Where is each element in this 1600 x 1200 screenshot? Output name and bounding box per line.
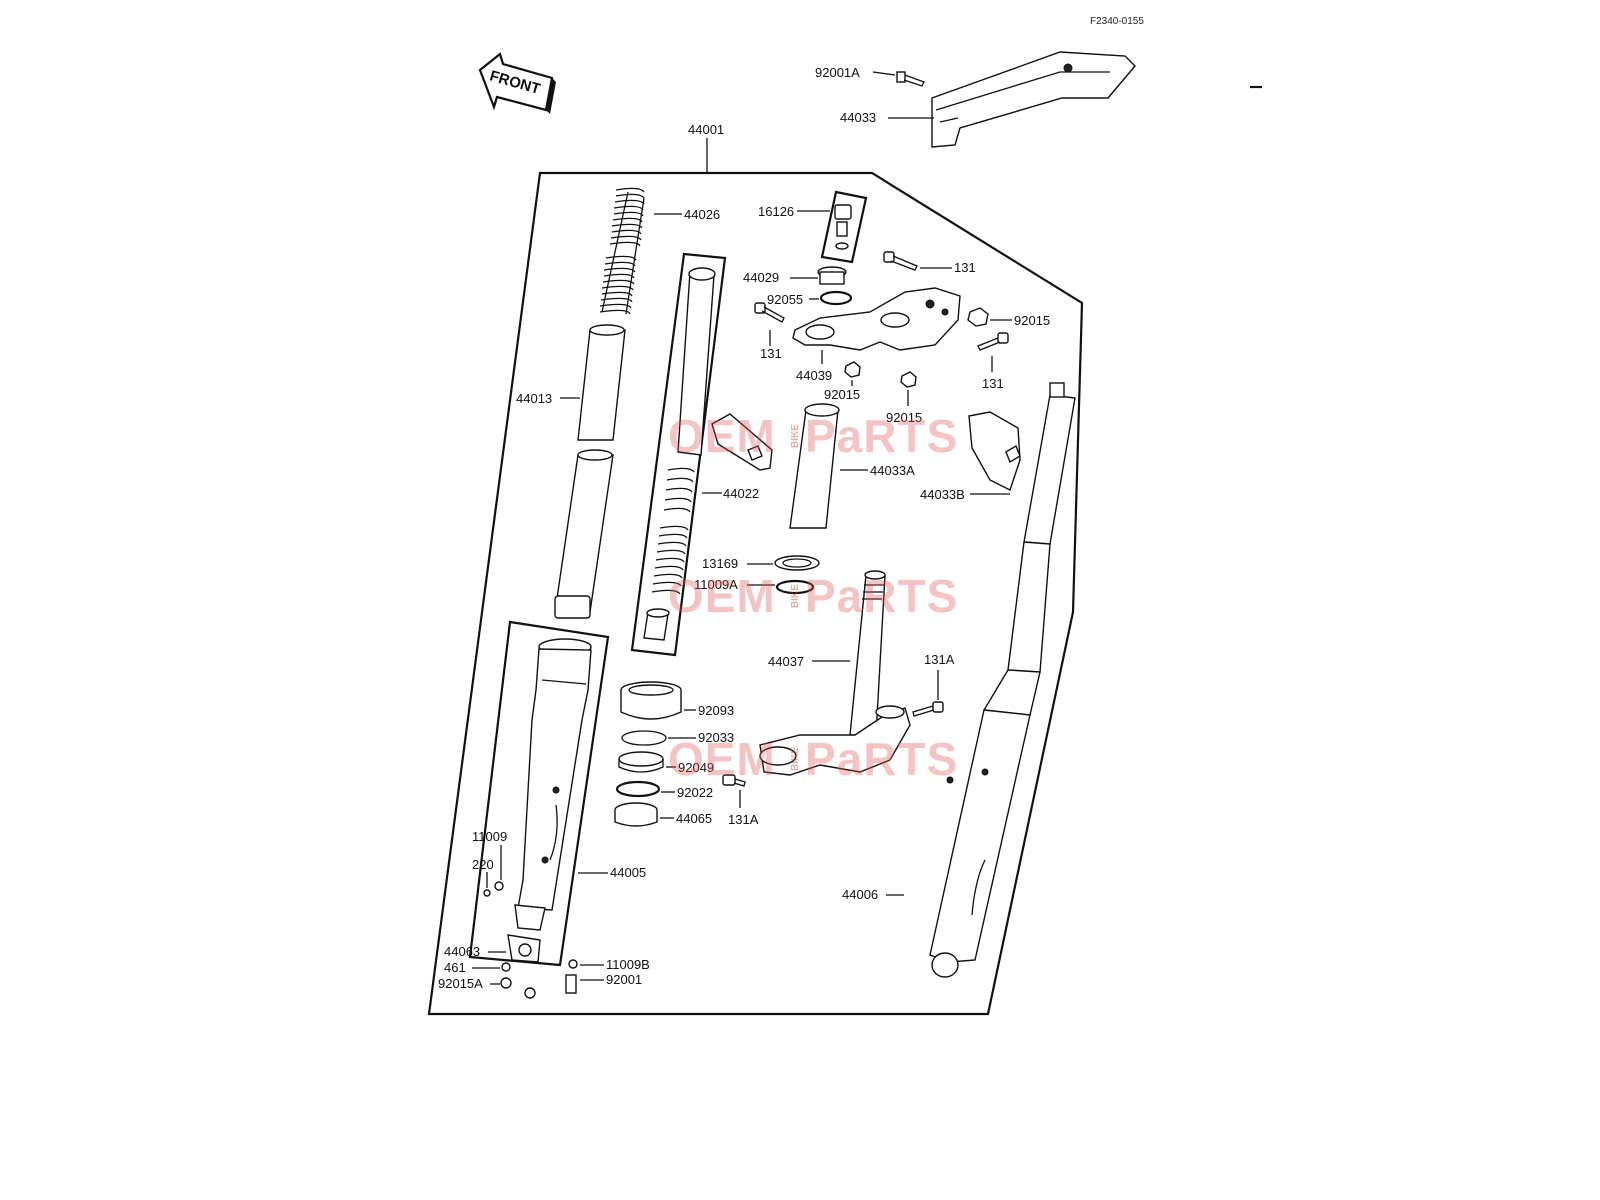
nut-92015A xyxy=(500,977,536,999)
bolt-131-right xyxy=(977,332,1009,351)
label-131A-right: 131A xyxy=(924,652,955,667)
circlip-92033 xyxy=(621,730,667,746)
label-92055: 92055 xyxy=(767,292,803,307)
front-arrow-icon: FRONT xyxy=(478,52,556,114)
washer-461 xyxy=(501,962,511,972)
label-92015-mid: 92015 xyxy=(824,387,860,402)
watermark-3: OEM BIKE PaRTS xyxy=(668,733,958,785)
label-16126: 16126 xyxy=(758,204,794,219)
fork-brace-44033 xyxy=(931,51,1136,148)
bolt-131A-right xyxy=(912,701,944,717)
label-44039: 44039 xyxy=(796,368,832,383)
fork-leg-left-box xyxy=(468,620,610,967)
label-44006: 44006 xyxy=(842,887,878,902)
cap-group-box-16126 xyxy=(820,190,868,264)
label-92022: 92022 xyxy=(677,785,713,800)
headlight-bracket-44033A xyxy=(711,403,840,529)
nut-92015-mid xyxy=(844,361,861,378)
label-44033: 44033 xyxy=(840,110,876,125)
label-92015A: 92015A xyxy=(438,976,483,991)
fork-leg-44005 xyxy=(514,638,592,931)
leader-92001A xyxy=(872,71,896,76)
label-44033B: 44033B xyxy=(920,487,965,502)
assembly-boundary xyxy=(427,171,1084,1016)
svg-text:OEM: OEM xyxy=(668,733,776,785)
upper-triple-clamp-44039 xyxy=(792,287,961,351)
fork-cap-44029 xyxy=(817,266,847,285)
bearing-13169 xyxy=(774,555,820,571)
label-131-left: 131 xyxy=(760,346,782,361)
label-13169: 13169 xyxy=(702,556,738,571)
svg-text:OEM: OEM xyxy=(668,410,776,462)
oil-seal-92093 xyxy=(620,681,682,720)
watermark-2: OEM BIKE PaRTS xyxy=(668,570,958,622)
label-131-top: 131 xyxy=(954,260,976,275)
nut-92015-right xyxy=(967,307,989,327)
washer-11009A xyxy=(775,579,815,595)
axle-clamp-44063 xyxy=(507,934,541,963)
svg-text:BIKE: BIKE xyxy=(790,747,801,771)
bolt-131A-lower xyxy=(722,774,746,787)
fork-leg-right-44006 xyxy=(929,382,1076,978)
washer-92049 xyxy=(618,751,664,773)
label-44001: 44001 xyxy=(688,122,724,137)
label-44063: 44063 xyxy=(444,944,480,959)
label-92049: 92049 xyxy=(678,760,714,775)
label-44013: 44013 xyxy=(516,391,552,406)
fork-spring-44026 xyxy=(599,187,645,315)
washer-11009B xyxy=(568,959,578,969)
watermark-1: OEM BIKE PaRTS xyxy=(668,410,958,462)
label-11009B: 11009B xyxy=(606,957,650,972)
label-220: 220 xyxy=(472,857,494,872)
label-44065: 44065 xyxy=(676,811,712,826)
label-44022: 44022 xyxy=(723,486,759,501)
svg-text:BIKE: BIKE xyxy=(790,584,801,608)
label-92015-low: 92015 xyxy=(886,410,922,425)
label-44037: 44037 xyxy=(768,654,804,669)
svg-text:PaRTS: PaRTS xyxy=(805,570,958,622)
steering-stem-44037 xyxy=(759,570,911,776)
bolt-131-top xyxy=(883,251,918,271)
o-ring-92055 xyxy=(819,290,853,306)
label-44005: 44005 xyxy=(610,865,646,880)
drain-screw-11009 xyxy=(483,881,504,897)
nut-92015-low xyxy=(900,371,917,388)
label-11009: 11009 xyxy=(472,829,507,844)
label-44033A: 44033A xyxy=(870,463,915,478)
bolt-92001A xyxy=(896,71,925,87)
label-461: 461 xyxy=(444,960,466,975)
label-92015-right: 92015 xyxy=(1014,313,1050,328)
damper-group-box xyxy=(630,252,727,657)
label-92001: 92001 xyxy=(606,972,642,987)
spacer-tube-44013 xyxy=(554,324,626,619)
label-44026: 44026 xyxy=(684,207,720,222)
svg-text:PaRTS: PaRTS xyxy=(805,733,958,785)
bolt-131-left xyxy=(754,302,785,323)
label-11009A: 11009A xyxy=(694,577,738,592)
bolt-92001 xyxy=(565,974,577,994)
svg-text:OEM: OEM xyxy=(668,570,776,622)
label-92001A: 92001A xyxy=(815,65,860,80)
label-92033: 92033 xyxy=(698,730,734,745)
bushing-44065 xyxy=(614,802,658,827)
label-131-right: 131 xyxy=(982,376,1004,391)
label-131A-lower: 131A xyxy=(728,812,759,827)
ring-92022 xyxy=(615,780,661,798)
label-92093: 92093 xyxy=(698,703,734,718)
svg-text:BIKE: BIKE xyxy=(790,424,801,448)
svg-text:PaRTS: PaRTS xyxy=(805,410,958,462)
reference-code: F2340-0155 xyxy=(1090,16,1144,27)
label-44029: 44029 xyxy=(743,270,779,285)
